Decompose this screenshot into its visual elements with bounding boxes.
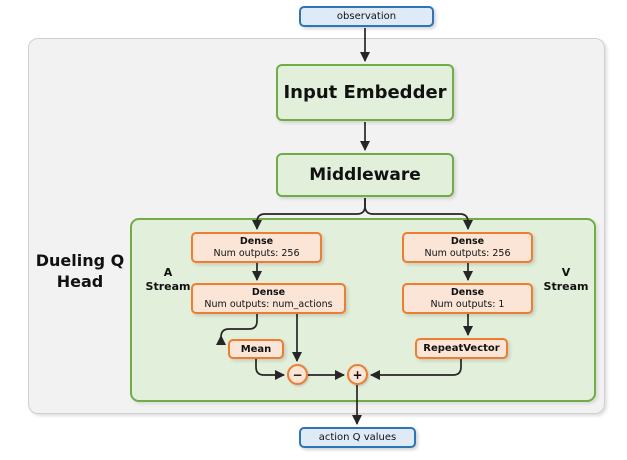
value-stream-label-line2: Stream xyxy=(543,280,589,293)
value-dense-1-title: Dense xyxy=(450,235,485,247)
value-stream-label-line1: V xyxy=(561,266,571,279)
observation-node: observation xyxy=(299,6,434,27)
input-embedder-label: Input Embedder xyxy=(283,82,447,103)
value-dense-1-node: Dense Num outputs: 256 xyxy=(402,232,533,263)
subtract-symbol: − xyxy=(292,367,303,382)
value-dense-2-detail: Num outputs: 1 xyxy=(430,298,505,310)
mean-label: Mean xyxy=(240,343,272,355)
add-symbol: + xyxy=(352,367,363,382)
advantage-dense-2-detail: Num outputs: num_actions xyxy=(204,298,333,310)
value-dense-2-title: Dense xyxy=(450,286,485,298)
middleware-node: Middleware xyxy=(276,153,454,197)
subtract-operator-node: − xyxy=(287,364,308,385)
input-embedder-node: Input Embedder xyxy=(276,64,454,121)
value-dense-2-node: Dense Num outputs: 1 xyxy=(402,283,533,314)
advantage-stream-label-line2: Stream xyxy=(145,280,191,293)
value-dense-1-detail: Num outputs: 256 xyxy=(424,247,511,259)
action-q-values-label: action Q values xyxy=(318,432,397,443)
advantage-dense-1-title: Dense xyxy=(239,235,274,247)
advantage-dense-1-node: Dense Num outputs: 256 xyxy=(191,232,322,263)
mean-node: Mean xyxy=(228,339,284,359)
repeat-vector-node: RepeatVector xyxy=(415,338,508,359)
advantage-stream-label: A Stream xyxy=(140,266,196,294)
advantage-dense-2-node: Dense Num outputs: num_actions xyxy=(191,283,346,314)
value-stream-label: V Stream xyxy=(536,266,596,294)
middleware-label: Middleware xyxy=(309,165,421,185)
advantage-stream-label-line1: A xyxy=(163,266,173,279)
observation-label: observation xyxy=(336,11,397,22)
add-operator-node: + xyxy=(347,364,368,385)
advantage-dense-1-detail: Num outputs: 256 xyxy=(213,247,300,259)
repeat-vector-label: RepeatVector xyxy=(423,343,500,354)
dueling-q-head-label: Dueling Q Head xyxy=(35,251,125,291)
advantage-dense-2-title: Dense xyxy=(251,286,286,298)
action-q-values-node: action Q values xyxy=(299,427,416,448)
